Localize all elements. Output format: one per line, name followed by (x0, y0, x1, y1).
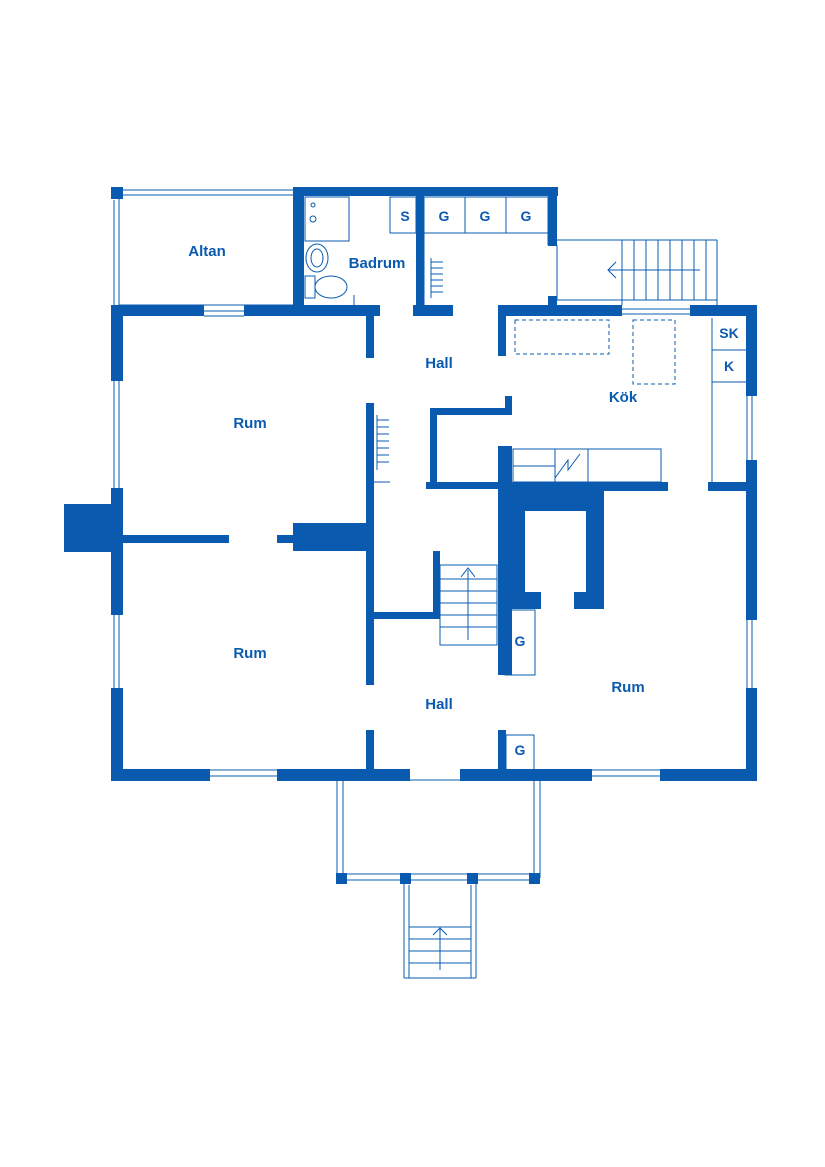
storage-label-s: S (400, 208, 409, 224)
storage-label-g1: G (439, 208, 450, 224)
storage-label-entry-g: G (515, 742, 526, 758)
room-label-rum-upper-left: Rum (233, 415, 266, 432)
room-labels: Altan Badrum Hall Kök Rum Rum Hall Rum S… (188, 208, 738, 758)
room-label-rum-lower-right: Rum (611, 679, 644, 696)
room-label-badrum: Badrum (349, 255, 406, 272)
room-label-hall-upper: Hall (425, 355, 453, 372)
storage-label-sk: SK (719, 325, 738, 341)
thin-details (113, 189, 753, 979)
exterior-stairs-top (557, 239, 718, 305)
room-label-altan: Altan (188, 243, 226, 260)
storage-label-g2: G (480, 208, 491, 224)
room-label-hall-lower: Hall (425, 696, 453, 713)
front-porch (336, 779, 541, 881)
storage-label-stair-g: G (515, 633, 526, 649)
bathroom-fixtures (304, 196, 417, 305)
storage-label-k: K (724, 358, 734, 374)
stair-break-icon (554, 453, 581, 479)
storage-label-g3: G (521, 208, 532, 224)
coat-rack-upper (430, 258, 443, 298)
room-label-rum-lower-left: Rum (233, 645, 266, 662)
kitchen-island (514, 319, 610, 355)
coat-rack-hall (374, 415, 390, 483)
kitchen-table (632, 319, 676, 385)
interior-stairs (439, 564, 536, 676)
walls (64, 187, 757, 884)
entry-steps (403, 880, 477, 979)
room-label-kok: Kök (609, 389, 638, 406)
